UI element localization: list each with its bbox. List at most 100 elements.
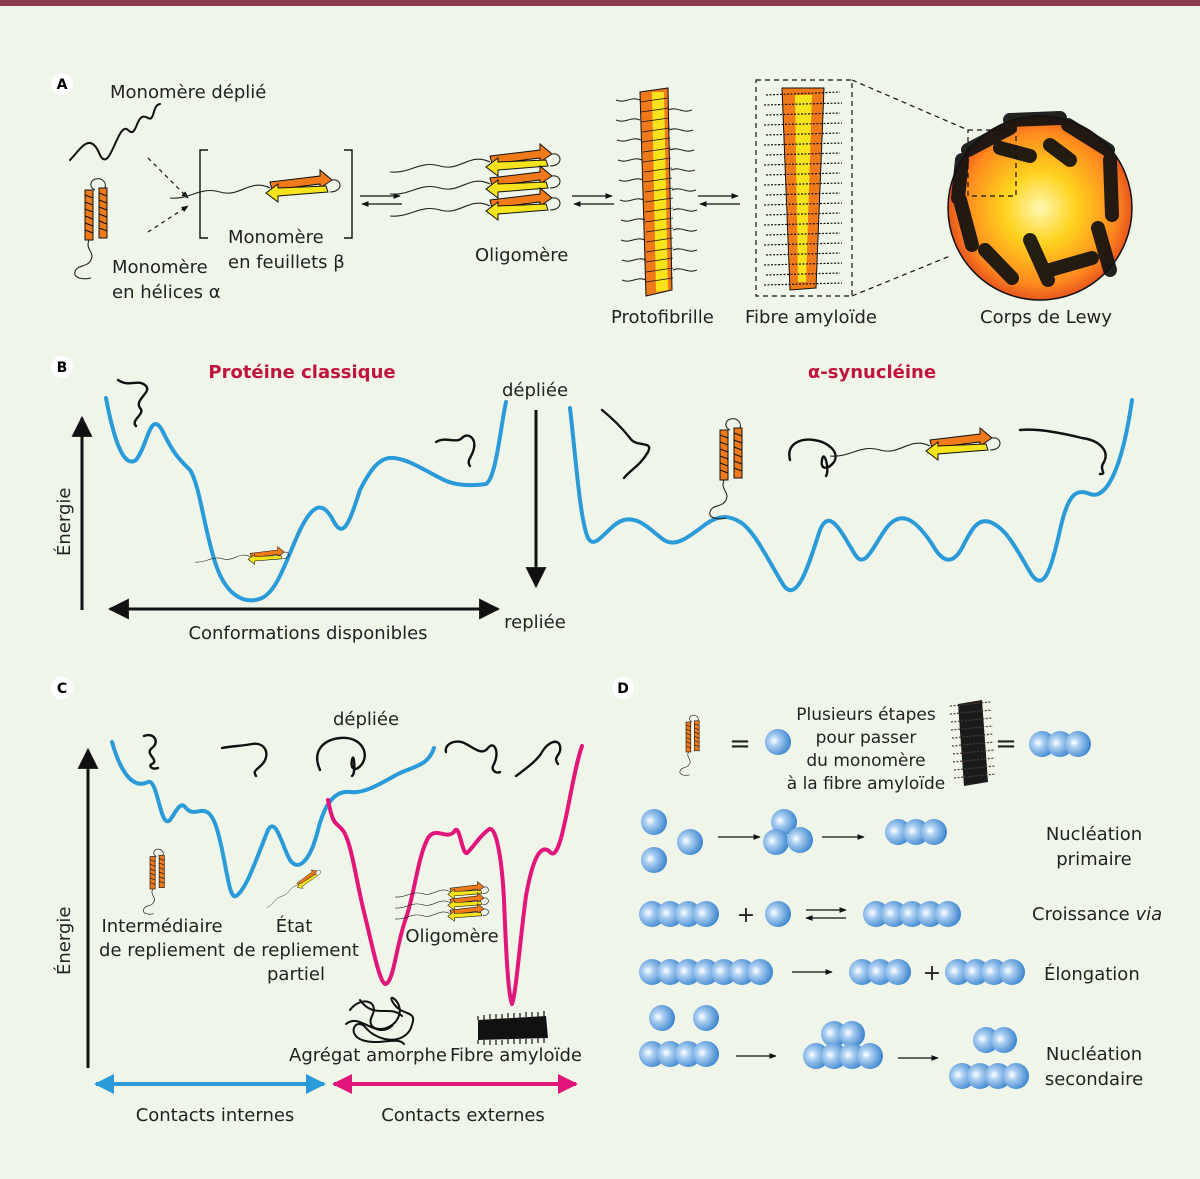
label-monomere-deplie: Monomère déplié xyxy=(110,82,266,103)
label-croissance: Croissance via xyxy=(1032,904,1162,925)
label-elongation: Élongation xyxy=(1044,963,1140,985)
label-repliee-b: repliée xyxy=(504,612,566,633)
axis-energy-c: Énergie xyxy=(53,907,75,975)
unfolded-monomer-icon xyxy=(69,103,161,161)
panel-a-badge xyxy=(51,73,73,95)
label-monomere-helices-1: Monomère xyxy=(112,257,208,278)
lewy-body-icon xyxy=(947,111,1133,301)
label-monomere-feuillets-2: en feuillets β xyxy=(228,252,345,273)
dashed-arrow-1 xyxy=(147,157,189,199)
label-etat-3: partiel xyxy=(267,964,325,985)
label-intermediaire-1: Intermédiaire xyxy=(101,916,222,937)
helix-monomer-icon xyxy=(74,178,108,280)
energy-curve-classic xyxy=(104,396,508,603)
row-croissance xyxy=(639,901,961,927)
row-elongation xyxy=(639,959,1025,985)
amyloid-fibre-icon xyxy=(763,87,843,291)
panel-c-badge xyxy=(51,677,73,699)
panel-a-letter: A xyxy=(57,77,68,93)
bracket xyxy=(199,149,353,239)
title-alpha-synucleine: α-synucléine xyxy=(808,362,936,383)
label-nucleation-primaire-2: primaire xyxy=(1056,849,1131,870)
label-monomere-feuillets-1: Monomère xyxy=(228,227,324,248)
legend-line-4: à la fibre amyloïde xyxy=(787,774,945,794)
panel-d: D = Plusieurs étapes pour passer du mono… xyxy=(612,677,1162,1090)
label-fibre-amyloide: Fibre amyloïde xyxy=(745,307,877,328)
unfolded-icon-c3 xyxy=(316,736,366,778)
legend-line-1: Plusieurs étapes xyxy=(796,705,936,725)
unfolded-icon-b3 xyxy=(600,408,651,480)
title-proteine-classique: Protéine classique xyxy=(208,362,395,383)
label-oligomere-c: Oligomère xyxy=(405,926,498,947)
top-border-bar xyxy=(0,0,1200,6)
panel-a: A Monomère déplié Monomère en hélices α … xyxy=(51,73,1133,328)
unfolded-icon-b5 xyxy=(1018,428,1107,476)
label-oligomere: Oligomère xyxy=(475,245,568,266)
label-depliee-b: dépliée xyxy=(502,380,568,401)
energy-curve-external xyxy=(326,744,584,1006)
sphere-trimer-legend xyxy=(1029,731,1091,757)
label-contacts-externes: Contacts externes xyxy=(381,1105,545,1126)
panel-b-letter: B xyxy=(57,360,68,376)
legend-line-2: pour passer xyxy=(816,728,917,748)
protofibril-icon xyxy=(615,87,698,297)
helix-icon-c xyxy=(142,848,165,915)
helix-icon-d xyxy=(679,714,700,776)
panel-d-badge xyxy=(612,677,634,699)
plus-sign-2: + xyxy=(923,961,941,986)
label-etat-2: de repliement xyxy=(233,940,359,961)
label-nucleation-secondaire-2: secondaire xyxy=(1045,1069,1143,1090)
equilibrium-arrows-1 xyxy=(360,193,402,207)
fibre-zoom-box xyxy=(755,79,853,297)
unfolded-icon-b4 xyxy=(788,438,837,478)
unfolded-icon-b2 xyxy=(434,434,476,468)
label-depliee-c: dépliée xyxy=(333,709,399,730)
axis-conformations: Conformations disponibles xyxy=(188,623,427,644)
panel-b: B Protéine classique α-synucléine Énergi… xyxy=(51,356,1134,644)
beta-icon-b xyxy=(829,427,1001,461)
plus-sign-1: + xyxy=(737,903,755,928)
legend-line-3: du monomère xyxy=(806,751,925,771)
label-nucleation-secondaire-1: Nucléation xyxy=(1046,1044,1142,1065)
beta-monomer-icon xyxy=(169,169,341,203)
equilibrium-arrows-3 xyxy=(698,193,740,207)
dashed-arrow-2 xyxy=(147,205,189,233)
fibre-icon-d xyxy=(949,700,997,786)
folded-icon-b xyxy=(194,546,290,565)
panel-d-letter: D xyxy=(617,681,629,697)
label-monomere-helices-2: en hélices α xyxy=(112,282,221,303)
panel-c: C Énergie dépliée Intermédiaire de repli… xyxy=(51,677,584,1126)
unfolded-icon-c2 xyxy=(220,742,268,778)
panel-b-badge xyxy=(51,356,73,378)
axis-energy-b: Énergie xyxy=(53,488,75,556)
label-agregat: Agrégat amorphe xyxy=(289,1045,447,1066)
sphere-monomer xyxy=(765,729,791,755)
oligomer-icon xyxy=(389,143,561,221)
label-nucleation-primaire-1: Nucléation xyxy=(1046,824,1142,845)
label-intermediaire-2: de repliement xyxy=(99,940,225,961)
label-fibre-c: Fibre amyloïde xyxy=(450,1045,582,1066)
label-etat-1: État xyxy=(276,915,313,937)
fibre-icon-c xyxy=(477,1011,548,1045)
label-protofibrille: Protofibrille xyxy=(611,307,714,328)
energy-curve-synuclein xyxy=(568,398,1134,593)
panel-c-letter: C xyxy=(57,681,67,697)
row-nucleation-secondaire xyxy=(639,1005,1029,1089)
equals-sign-2: = xyxy=(995,729,1017,759)
equals-sign-1: = xyxy=(729,729,751,759)
helix-icon-b xyxy=(709,418,743,520)
equilibrium-arrows-2 xyxy=(572,193,614,207)
row-nucleation-primaire xyxy=(641,809,947,873)
unfolded-icon-c4 xyxy=(444,740,502,774)
unfolded-icon-c1 xyxy=(142,733,160,770)
unfolded-icon-b1 xyxy=(116,378,149,428)
partial-icon-c xyxy=(261,865,324,910)
label-contacts-internes: Contacts internes xyxy=(136,1105,295,1126)
unfolded-icon-c5 xyxy=(514,740,562,778)
label-corps-de-lewy: Corps de Lewy xyxy=(980,307,1112,328)
zoom-lines xyxy=(851,79,969,297)
lewy-zoom-box xyxy=(967,129,1017,197)
amorphous-aggregate-icon xyxy=(345,997,415,1045)
energy-curve-internal xyxy=(110,740,436,899)
